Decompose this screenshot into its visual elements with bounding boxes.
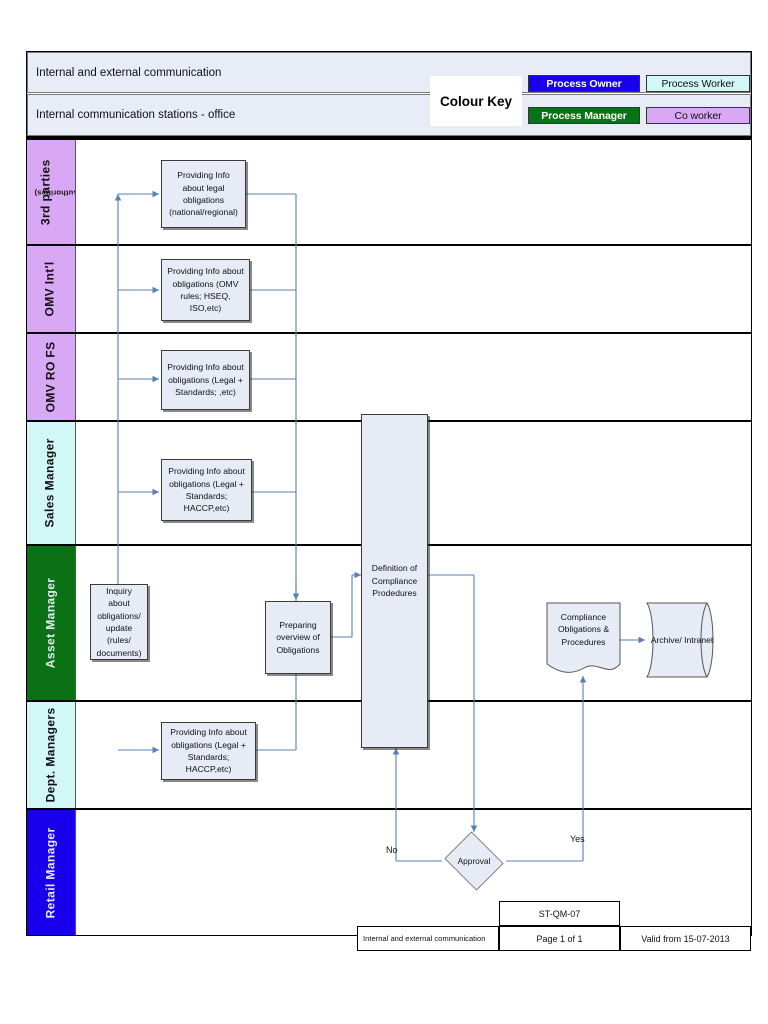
- lane-dept-managers: Dept. Managers: [27, 702, 751, 810]
- lane-sub-3rd-parties: (Authorities): [34, 188, 75, 198]
- cylinder-shape-icon: [646, 602, 714, 678]
- node-definition-compliance-procedures[interactable]: Definition of Compliance Prodedures: [361, 414, 428, 748]
- lane-label-dept-managers: Dept. Managers: [27, 702, 76, 808]
- colour-key-co-worker: Co worker: [646, 107, 750, 124]
- node-inquiry-about-obligations[interactable]: Inquiry about obligations/ update (rules…: [90, 584, 148, 660]
- node-compliance-obligations-label: Compliance Obligations & Procedures: [557, 612, 610, 647]
- colour-key-label: Colour Key: [430, 76, 522, 126]
- node-archive-intranet[interactable]: Archive/ Intranet: [646, 602, 718, 678]
- header-separator: [27, 136, 751, 140]
- lane-label-3rd-parties: 3rd parties(Authorities): [27, 140, 76, 244]
- lane-label-sales-manager: Sales Manager: [27, 422, 76, 544]
- node-legal-standards[interactable]: Providing Info about obligations (Legal …: [161, 350, 250, 410]
- edge-label-yes: Yes: [570, 834, 585, 844]
- lane-label-retail-manager: Retail Manager: [27, 810, 76, 935]
- lane-name-dept-managers: Dept. Managers: [43, 707, 58, 803]
- colour-key-process-owner: Process Owner: [528, 75, 640, 92]
- node-preparing-overview[interactable]: Preparing overview of Obligations: [265, 601, 331, 674]
- lane-omv-intl: OMV Int'l: [27, 246, 751, 334]
- footer-document-code: ST-QM-07: [499, 901, 620, 926]
- lane-name-sales-manager: Sales Manager: [43, 438, 58, 528]
- node-legal-standards-haccp-dept[interactable]: Providing Info about obligations (Legal …: [161, 722, 256, 780]
- footer-document-title: Internal and external communication: [357, 926, 499, 951]
- lane-omv-ro-fs: OMV RO FS: [27, 334, 751, 422]
- node-compliance-obligations-document[interactable]: Compliance Obligations & Procedures: [546, 602, 621, 678]
- footer-valid-from: Valid from 15-07-2013: [620, 926, 751, 951]
- colour-key-process-manager: Process Manager: [528, 107, 640, 124]
- lane-label-asset-manager: Asset Manager: [27, 546, 76, 700]
- lane-name-retail-manager: Retail Manager: [43, 827, 58, 918]
- footer-page-number: Page 1 of 1: [499, 926, 620, 951]
- node-omv-rules[interactable]: Providing Info about obligations (OMV ru…: [161, 259, 250, 321]
- node-legal-obligations[interactable]: Providing Info about legal obligations (…: [161, 160, 246, 228]
- colour-key: Colour Key Process Owner Process Worker …: [430, 72, 750, 130]
- lane-name-omv-intl: OMV Int'l: [43, 261, 58, 317]
- header-title-2: Internal communication stations - office: [36, 109, 236, 121]
- document-shape-icon: [546, 602, 621, 673]
- node-legal-standards-haccp-sales[interactable]: Providing Info about obligations (Legal …: [161, 459, 252, 521]
- node-approval-label: Approval: [457, 856, 491, 866]
- lane-3rd-parties: 3rd parties(Authorities): [27, 140, 751, 246]
- lane-name-asset-manager: Asset Manager: [43, 577, 58, 669]
- lane-retail-manager: Retail Manager: [27, 810, 751, 935]
- lane-name-omv-ro-fs: OMV RO FS: [43, 341, 58, 413]
- header-title-1: Internal and external communication: [36, 66, 222, 79]
- node-approval-decision[interactable]: Approval: [442, 831, 506, 891]
- lane-label-omv-ro-fs: OMV RO FS: [27, 334, 76, 420]
- edge-label-no: No: [386, 845, 398, 855]
- lane-label-omv-intl: OMV Int'l: [27, 246, 76, 332]
- colour-key-process-worker: Process Worker: [646, 75, 750, 92]
- node-archive-intranet-label: Archive/ Intranet: [650, 634, 714, 645]
